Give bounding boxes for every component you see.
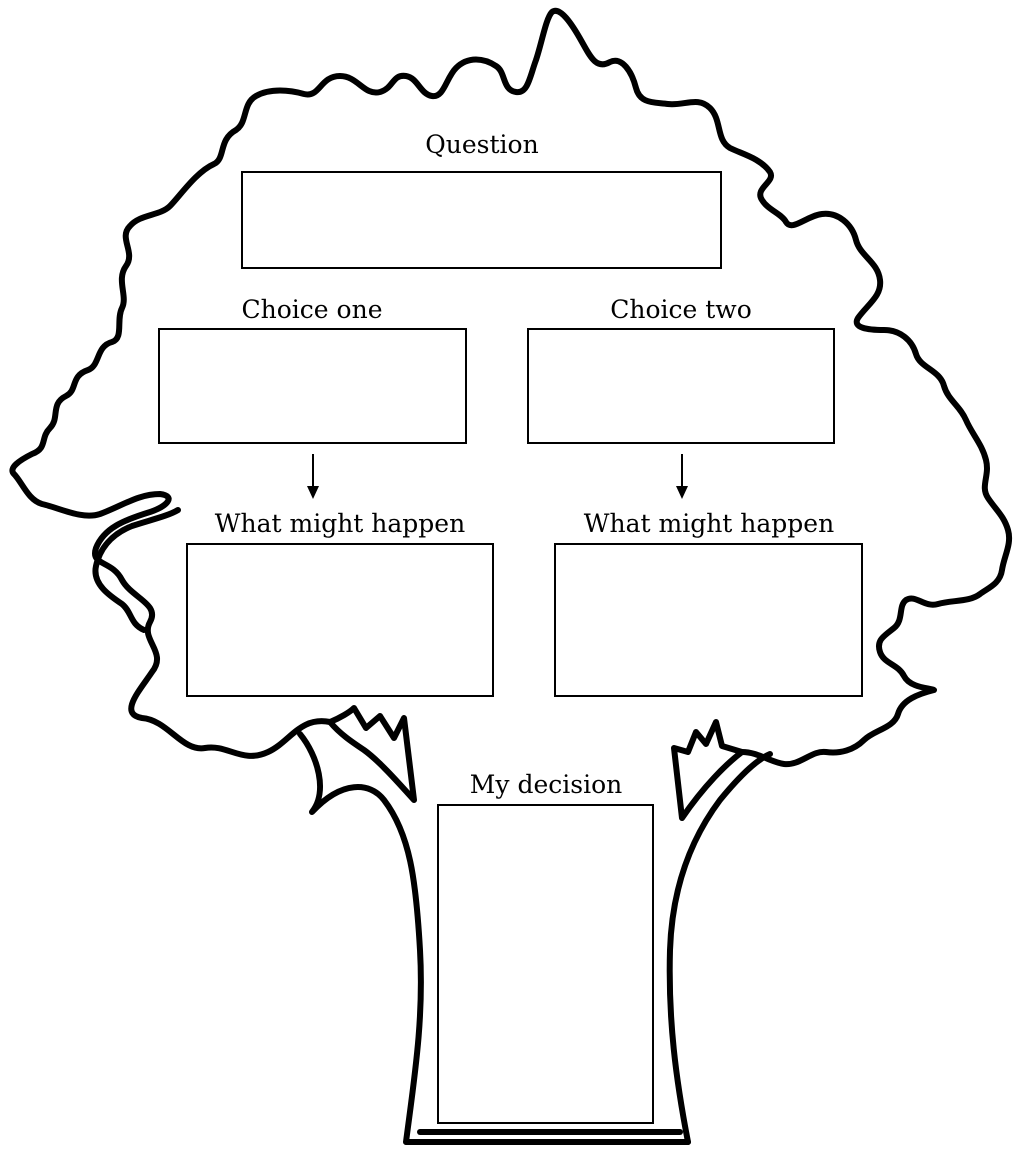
- what-might-happen-one-label: What might happen: [214, 509, 466, 538]
- decision-label: My decision: [469, 770, 623, 799]
- choice-one-box[interactable]: [158, 328, 467, 444]
- tree-canopy-outline: [9, 7, 1013, 768]
- question-label: Question: [425, 130, 539, 159]
- tree-trunk-right: [666, 751, 773, 1145]
- choice-two-box[interactable]: [527, 328, 835, 444]
- choice-one-label: Choice one: [241, 295, 383, 324]
- tree-trunk-left: [297, 731, 691, 1145]
- tree-inner-branch: [92, 507, 181, 633]
- what-might-happen-two-box[interactable]: [554, 543, 863, 697]
- question-box[interactable]: [241, 171, 722, 269]
- what-might-happen-one-box[interactable]: [186, 543, 494, 697]
- choice-two-label: Choice two: [610, 295, 752, 324]
- tree-left-branch-notch: [327, 705, 417, 803]
- tree-right-branch-notch: [671, 719, 745, 821]
- what-might-happen-two-label: What might happen: [583, 509, 835, 538]
- decision-box[interactable]: [437, 804, 654, 1124]
